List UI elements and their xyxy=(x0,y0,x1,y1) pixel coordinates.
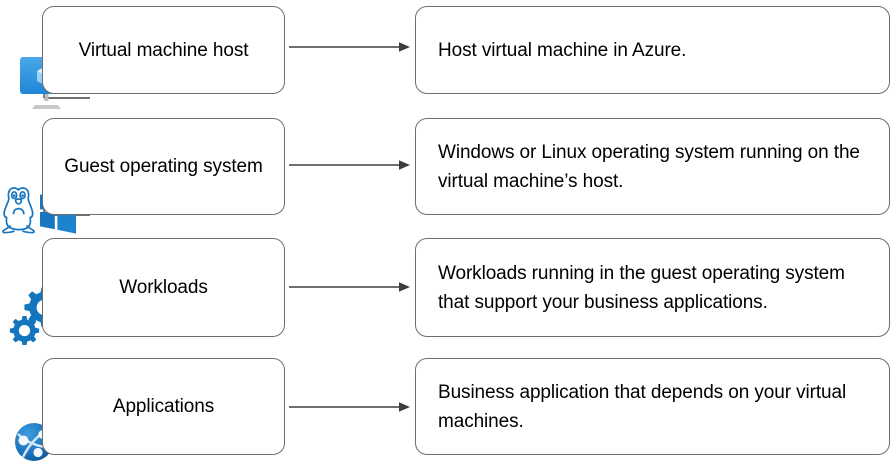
flow-arrow-3 xyxy=(289,280,411,294)
concept-box-4[interactable]: Applications xyxy=(42,358,285,455)
description-text-1: Host virtual machine in Azure. xyxy=(438,39,687,61)
concept-label-3: Workloads xyxy=(119,277,208,298)
description-box-4[interactable]: Business application that depends on you… xyxy=(415,358,890,455)
description-text-2: Windows or Linux operating system runnin… xyxy=(438,141,860,192)
description-box-1[interactable]: Host virtual machine in Azure. xyxy=(415,6,890,94)
concept-label-1: Virtual machine host xyxy=(78,39,249,61)
description-box-3[interactable]: Workloads running in the guest operating… xyxy=(415,238,890,337)
flow-arrow-4 xyxy=(289,400,411,414)
flow-arrow-1 xyxy=(289,40,411,54)
flow-arrow-2 xyxy=(289,158,411,172)
concept-label-2: Guest operating system xyxy=(64,156,263,177)
concept-label-4: Applications xyxy=(112,396,215,417)
concept-box-1[interactable]: Virtual machine host xyxy=(42,6,285,94)
concept-box-3[interactable]: Workloads xyxy=(42,238,285,337)
description-box-2[interactable]: Windows or Linux operating system runnin… xyxy=(415,118,890,215)
description-text-4: Business application that depends on you… xyxy=(438,381,847,432)
description-text-3: Workloads running in the guest operating… xyxy=(438,262,845,313)
concept-box-2[interactable]: Guest operating system xyxy=(42,118,285,215)
